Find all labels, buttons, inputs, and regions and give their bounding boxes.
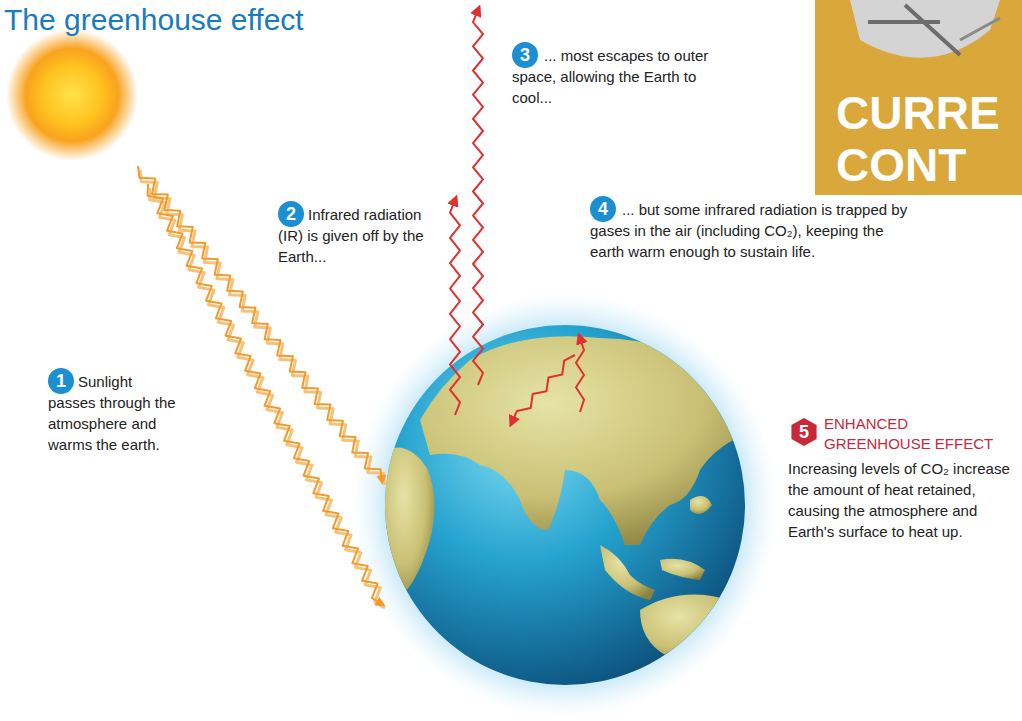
callout-text: ... most escapes to outer space, allowin… bbox=[512, 45, 717, 108]
callout-heading: ENHANCED GREENHOUSE EFFECT bbox=[824, 414, 1014, 454]
callout-number: 5 bbox=[790, 418, 818, 446]
atmosphere-halo bbox=[353, 293, 777, 717]
continents bbox=[385, 336, 760, 664]
radiation-ray bbox=[450, 200, 460, 415]
callout-text: ... but some infrared radiation is trapp… bbox=[590, 199, 910, 262]
sun bbox=[6, 29, 138, 161]
logo-panel bbox=[815, 0, 1022, 195]
callout-number: 2 bbox=[278, 201, 304, 227]
radiation-ray bbox=[473, 10, 483, 385]
radiation-ray bbox=[576, 338, 584, 412]
diagram-title: The greenhouse effect bbox=[4, 2, 304, 38]
callout-number: 4 bbox=[590, 196, 616, 222]
callout-number: 1 bbox=[48, 368, 74, 394]
logo-text: CURRE bbox=[836, 88, 1000, 138]
callout-text: Increasing levels of CO₂ increase the am… bbox=[788, 458, 1016, 542]
logo-text: CONT bbox=[836, 140, 966, 190]
radiation-ray bbox=[148, 184, 382, 604]
radiation-ray bbox=[512, 355, 575, 422]
callout-number: 3 bbox=[512, 42, 538, 68]
